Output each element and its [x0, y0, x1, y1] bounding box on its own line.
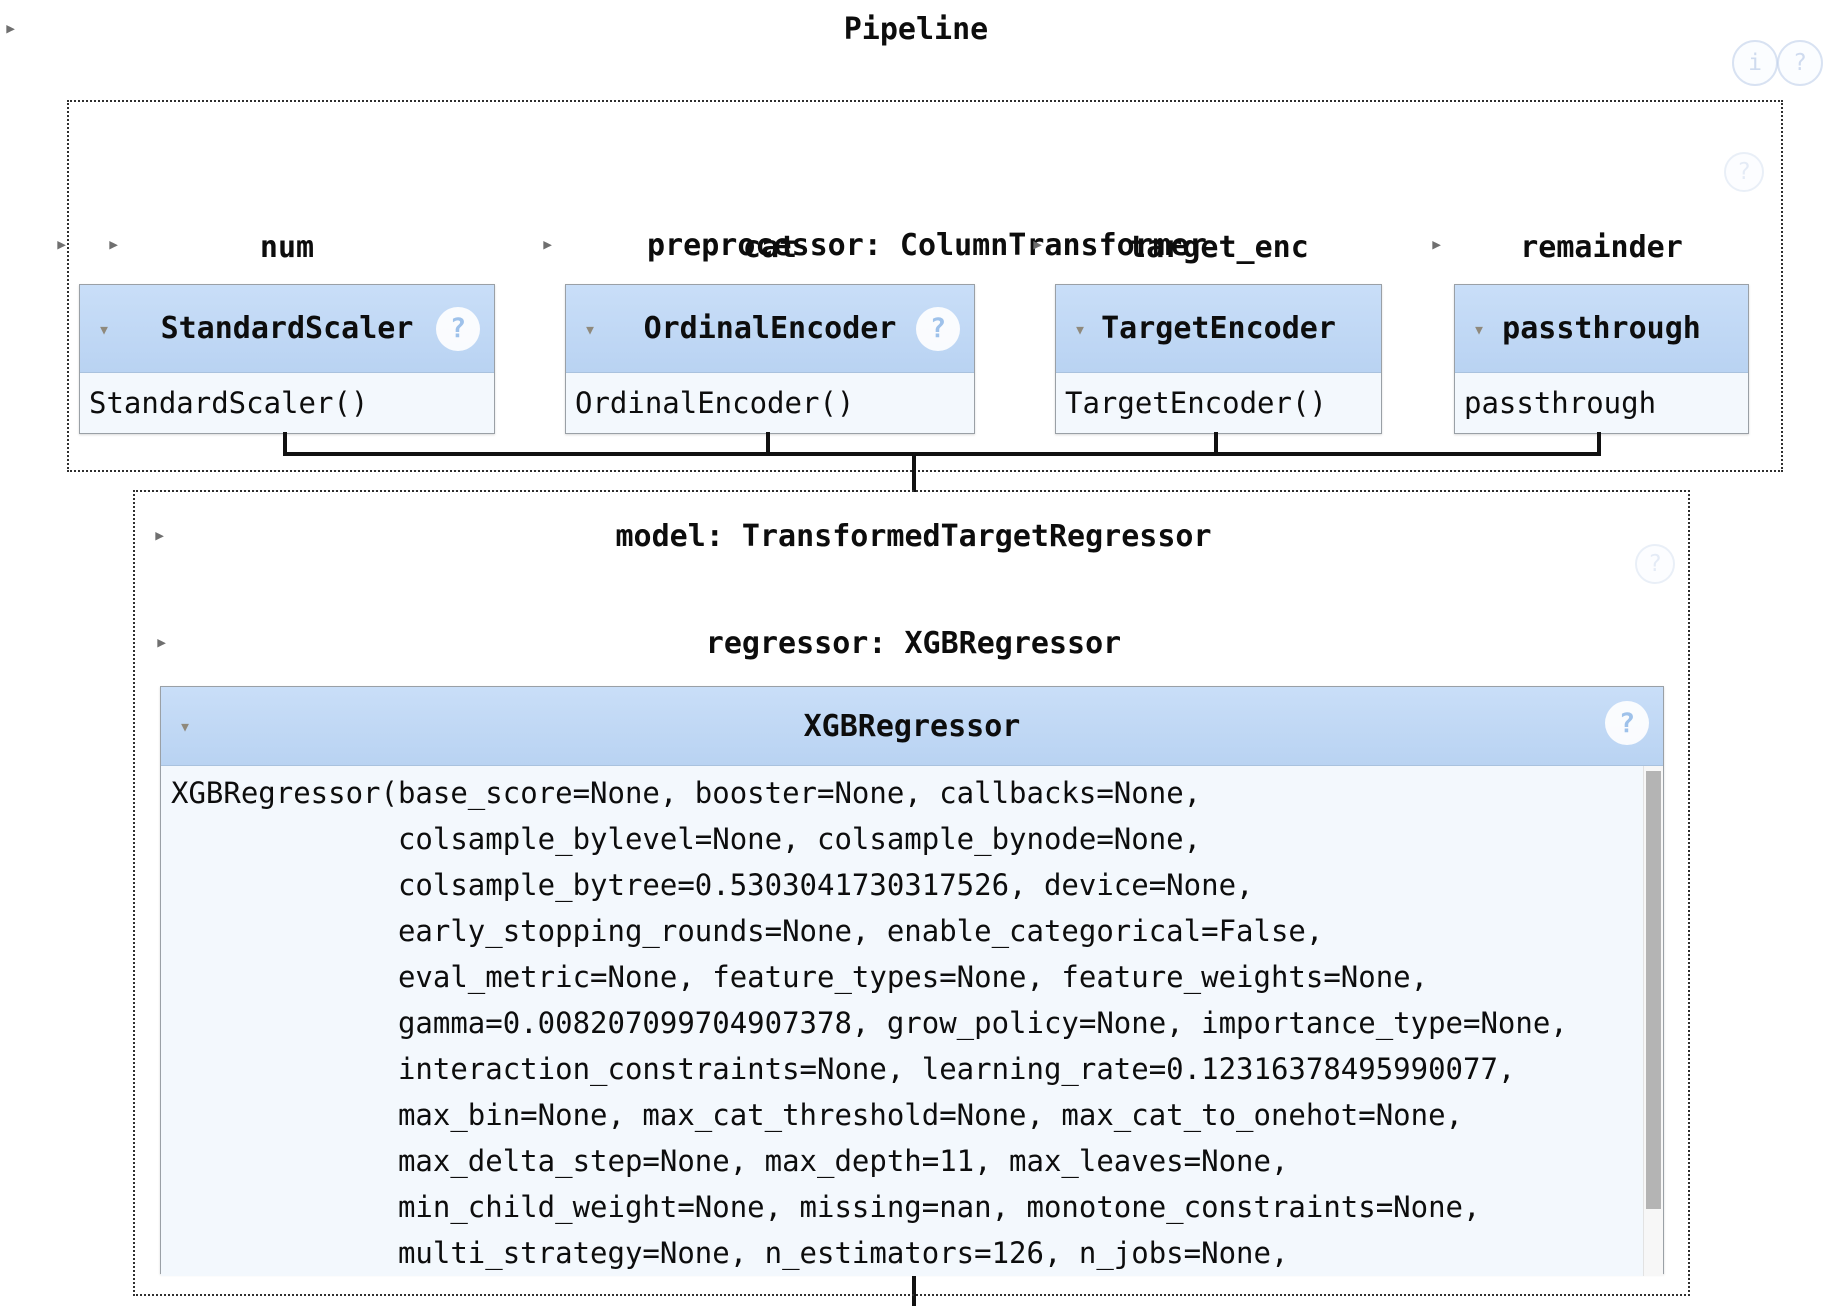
param-line: XGBRegressor(base_score=None, booster=No… — [171, 776, 1202, 810]
estimator-code: OrdinalEncoder() — [566, 373, 974, 433]
chevron-down-icon[interactable]: ▾ — [1074, 316, 1087, 341]
estimator-header[interactable]: ▾ TargetEncoder ? — [1056, 285, 1381, 373]
estimator-help-icon[interactable]: ? — [1605, 701, 1649, 745]
estimator-xgbregressor: ▾ XGBRegressor ? XGBRegressor(base_score… — [160, 686, 1664, 1276]
xgb-header[interactable]: ▾ XGBRegressor ? — [161, 687, 1663, 766]
column-cat: ▸ cat ▾ OrdinalEncoder ? OrdinalEncoder(… — [541, 228, 975, 434]
xgb-params: XGBRegressor(base_score=None, booster=No… — [161, 766, 1663, 1276]
estimator-title: StandardScaler — [160, 311, 414, 346]
chevron-right-icon[interactable]: ▸ — [55, 232, 69, 257]
scrollbar[interactable] — [1643, 766, 1663, 1276]
estimator-standardscaler: ▾ StandardScaler ? StandardScaler() — [79, 284, 495, 434]
param-line: colsample_bytree=0.5303041730317526, dev… — [397, 868, 1254, 902]
xgb-title: XGBRegressor — [803, 708, 1021, 744]
help-icon-glyph: ? — [1648, 551, 1662, 577]
estimator-targetencoder: ▾ TargetEncoder ? TargetEncoder() — [1055, 284, 1382, 434]
column-label-target-enc[interactable]: target_enc — [1128, 230, 1309, 265]
param-line: eval_metric=None, feature_types=None, fe… — [397, 960, 1429, 994]
column-label-num[interactable]: num — [259, 230, 315, 265]
chevron-right-icon[interactable]: ▸ — [153, 523, 167, 548]
param-line: multi_strategy=None, n_estimators=126, n… — [397, 1236, 1289, 1270]
estimator-header[interactable]: ▾ StandardScaler ? — [80, 285, 494, 373]
chevron-down-icon[interactable]: ▾ — [98, 316, 111, 341]
help-icon-glyph: ? — [1793, 50, 1807, 76]
estimator-header[interactable]: ▾ OrdinalEncoder ? — [566, 285, 974, 373]
xgb-body: XGBRegressor(base_score=None, booster=No… — [161, 766, 1663, 1276]
pipeline-title[interactable]: Pipeline — [843, 12, 989, 47]
connector-to-model — [912, 456, 916, 492]
estimator-passthrough: ▾ passthrough ? passthrough — [1454, 284, 1749, 434]
chevron-right-icon[interactable]: ▸ — [1031, 232, 1045, 257]
estimator-title: passthrough — [1502, 311, 1701, 346]
help-icon[interactable]: ? — [1777, 40, 1823, 86]
columntransformer-help-icon[interactable]: ? — [1724, 152, 1764, 192]
preprocessor-panel: ▸ preprocessor: ColumnTransformer ? ▸ nu… — [55, 100, 1783, 472]
estimator-code: StandardScaler() — [80, 373, 494, 433]
column-label-cat[interactable]: cat — [742, 230, 798, 265]
chevron-down-icon[interactable]: ▾ — [1473, 316, 1486, 341]
chevron-right-icon[interactable]: ▸ — [155, 630, 169, 655]
connector-below-xgb — [912, 1272, 916, 1306]
chevron-down-icon[interactable]: ▾ — [179, 714, 192, 738]
param-line: colsample_bylevel=None, colsample_bynode… — [397, 822, 1202, 856]
param-line: max_bin=None, max_cat_threshold=None, ma… — [397, 1098, 1463, 1132]
connector-cat — [766, 432, 770, 454]
column-target-enc: ▸ target_enc ▾ TargetEncoder ? TargetEnc… — [1031, 228, 1382, 434]
connector-horizontal — [283, 452, 1601, 456]
estimator-title: OrdinalEncoder — [643, 311, 897, 346]
chevron-right-icon[interactable]: ▸ — [541, 232, 555, 257]
scrollbar-thumb[interactable] — [1646, 771, 1661, 1209]
estimator-title: TargetEncoder — [1101, 311, 1336, 346]
info-icon[interactable]: i — [1732, 40, 1778, 86]
param-line: max_delta_step=None, max_depth=11, max_l… — [397, 1144, 1289, 1178]
param-line: interaction_constraints=None, learning_r… — [397, 1052, 1516, 1086]
help-icon-glyph: ? — [1737, 159, 1751, 185]
preprocessor-label[interactable]: preprocessor: ColumnTransformer — [647, 228, 1207, 263]
chevron-right-icon[interactable]: ▸ — [107, 232, 121, 257]
estimator-help-icon[interactable]: ? — [436, 306, 480, 351]
chevron-right-icon[interactable]: ▸ — [4, 16, 18, 41]
column-num: ▸ num ▾ StandardScaler ? StandardScaler(… — [55, 228, 495, 434]
param-line: min_child_weight=None, missing=nan, mono… — [397, 1190, 1481, 1224]
connector-num — [283, 432, 287, 454]
chevron-down-icon[interactable]: ▾ — [584, 316, 597, 341]
estimator-code: passthrough — [1455, 373, 1748, 433]
estimator-code: TargetEncoder() — [1056, 373, 1381, 433]
param-line: early_stopping_rounds=None, enable_categ… — [397, 914, 1324, 948]
connector-remainder — [1597, 432, 1601, 454]
model-label[interactable]: model: TransformedTargetRegressor — [615, 519, 1212, 554]
chevron-right-icon[interactable]: ▸ — [1430, 232, 1444, 257]
param-line: gamma=0.008207099704907378, grow_policy=… — [397, 1006, 1568, 1040]
connector-target-enc — [1214, 432, 1218, 454]
column-remainder: ▸ remainder ▾ passthrough ? passthrough — [1430, 228, 1749, 434]
column-label-remainder[interactable]: remainder — [1520, 230, 1683, 265]
estimator-header[interactable]: ▾ passthrough ? — [1455, 285, 1748, 373]
transformedtargetregressor-help-icon[interactable]: ? — [1635, 544, 1675, 584]
regressor-label[interactable]: regressor: XGBRegressor — [705, 626, 1122, 661]
estimator-ordinalencoder: ▾ OrdinalEncoder ? OrdinalEncoder() — [565, 284, 975, 434]
model-panel: ▸ model: TransformedTargetRegressor ? ▸ … — [133, 490, 1690, 1296]
info-icon-glyph: i — [1748, 50, 1762, 76]
estimator-help-icon[interactable]: ? — [916, 306, 960, 351]
